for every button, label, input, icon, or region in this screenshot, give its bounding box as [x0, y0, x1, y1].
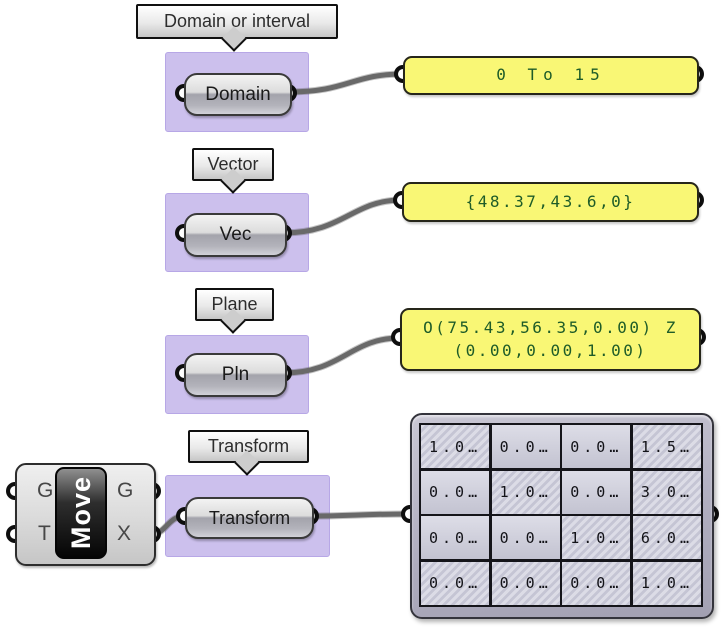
matrix-cell: 3.0… — [632, 470, 701, 514]
panel-text: (0.00,0.00,1.00) — [453, 340, 648, 360]
panel-text: {48.37,43.6,0} — [465, 191, 636, 211]
plane-param[interactable]: Pln — [184, 353, 287, 397]
matrix-cell: 1.0… — [421, 425, 490, 469]
matrix-cell: 1.5… — [632, 425, 701, 469]
matrix-cell: 0.0… — [491, 561, 560, 605]
domain-param[interactable]: Domain — [184, 73, 292, 116]
panel-vector-value[interactable]: {48.37,43.6,0} — [402, 182, 699, 222]
tooltip-text: Vector — [207, 154, 259, 174]
matrix-cell: 0.0… — [491, 516, 560, 560]
domain-param-label: Domain — [205, 83, 271, 105]
matrix-cell: 0.0… — [562, 425, 631, 469]
matrix-cell: 1.0… — [632, 561, 701, 605]
matrix-panel[interactable]: 1.0… 0.0… 0.0… 1.5… 0.0… 1.0… 0.0… 3.0… … — [410, 413, 714, 619]
matrix-cell: 0.0… — [562, 470, 631, 514]
move-output-x-label: X — [117, 522, 132, 545]
panel-text: 0 To 15 — [496, 65, 606, 85]
panel-text: O(75.43,56.35,0.00) Z — [423, 318, 678, 338]
move-component[interactable]: G T G X Move — [15, 463, 156, 566]
move-name-label: Move — [65, 476, 96, 550]
move-output-g-label: G — [117, 479, 134, 502]
vector-param-label: Vec — [219, 224, 252, 245]
move-input-g-label: G — [37, 479, 54, 502]
transform-param[interactable]: Transform — [185, 497, 314, 539]
matrix-cell: 0.0… — [562, 561, 631, 605]
matrix-cell: 1.0… — [491, 470, 560, 514]
matrix-cell: 0.0… — [421, 561, 490, 605]
matrix-cell: 0.0… — [491, 425, 560, 469]
matrix-cell: 0.0… — [421, 470, 490, 514]
matrix-cell: 0.0… — [421, 516, 490, 560]
vector-param[interactable]: Vec — [184, 213, 287, 257]
plane-param-label: Pln — [221, 364, 250, 385]
panel-domain-value[interactable]: 0 To 15 — [403, 56, 699, 95]
panel-plane-value[interactable]: O(75.43,56.35,0.00) Z (0.00,0.00,1.00) — [400, 308, 701, 371]
move-name-tag[interactable]: Move — [55, 467, 107, 559]
tooltip-text: Domain or interval — [163, 11, 311, 31]
tooltip-text: Transform — [207, 436, 290, 456]
tooltip-text: Plane — [211, 294, 258, 314]
matrix-cell: 1.0… — [562, 516, 631, 560]
matrix-cell: 6.0… — [632, 516, 701, 560]
matrix-grid: 1.0… 0.0… 0.0… 1.5… 0.0… 1.0… 0.0… 3.0… … — [419, 423, 703, 607]
transform-param-label: Transform — [208, 507, 291, 528]
move-input-t-label: T — [38, 522, 51, 545]
